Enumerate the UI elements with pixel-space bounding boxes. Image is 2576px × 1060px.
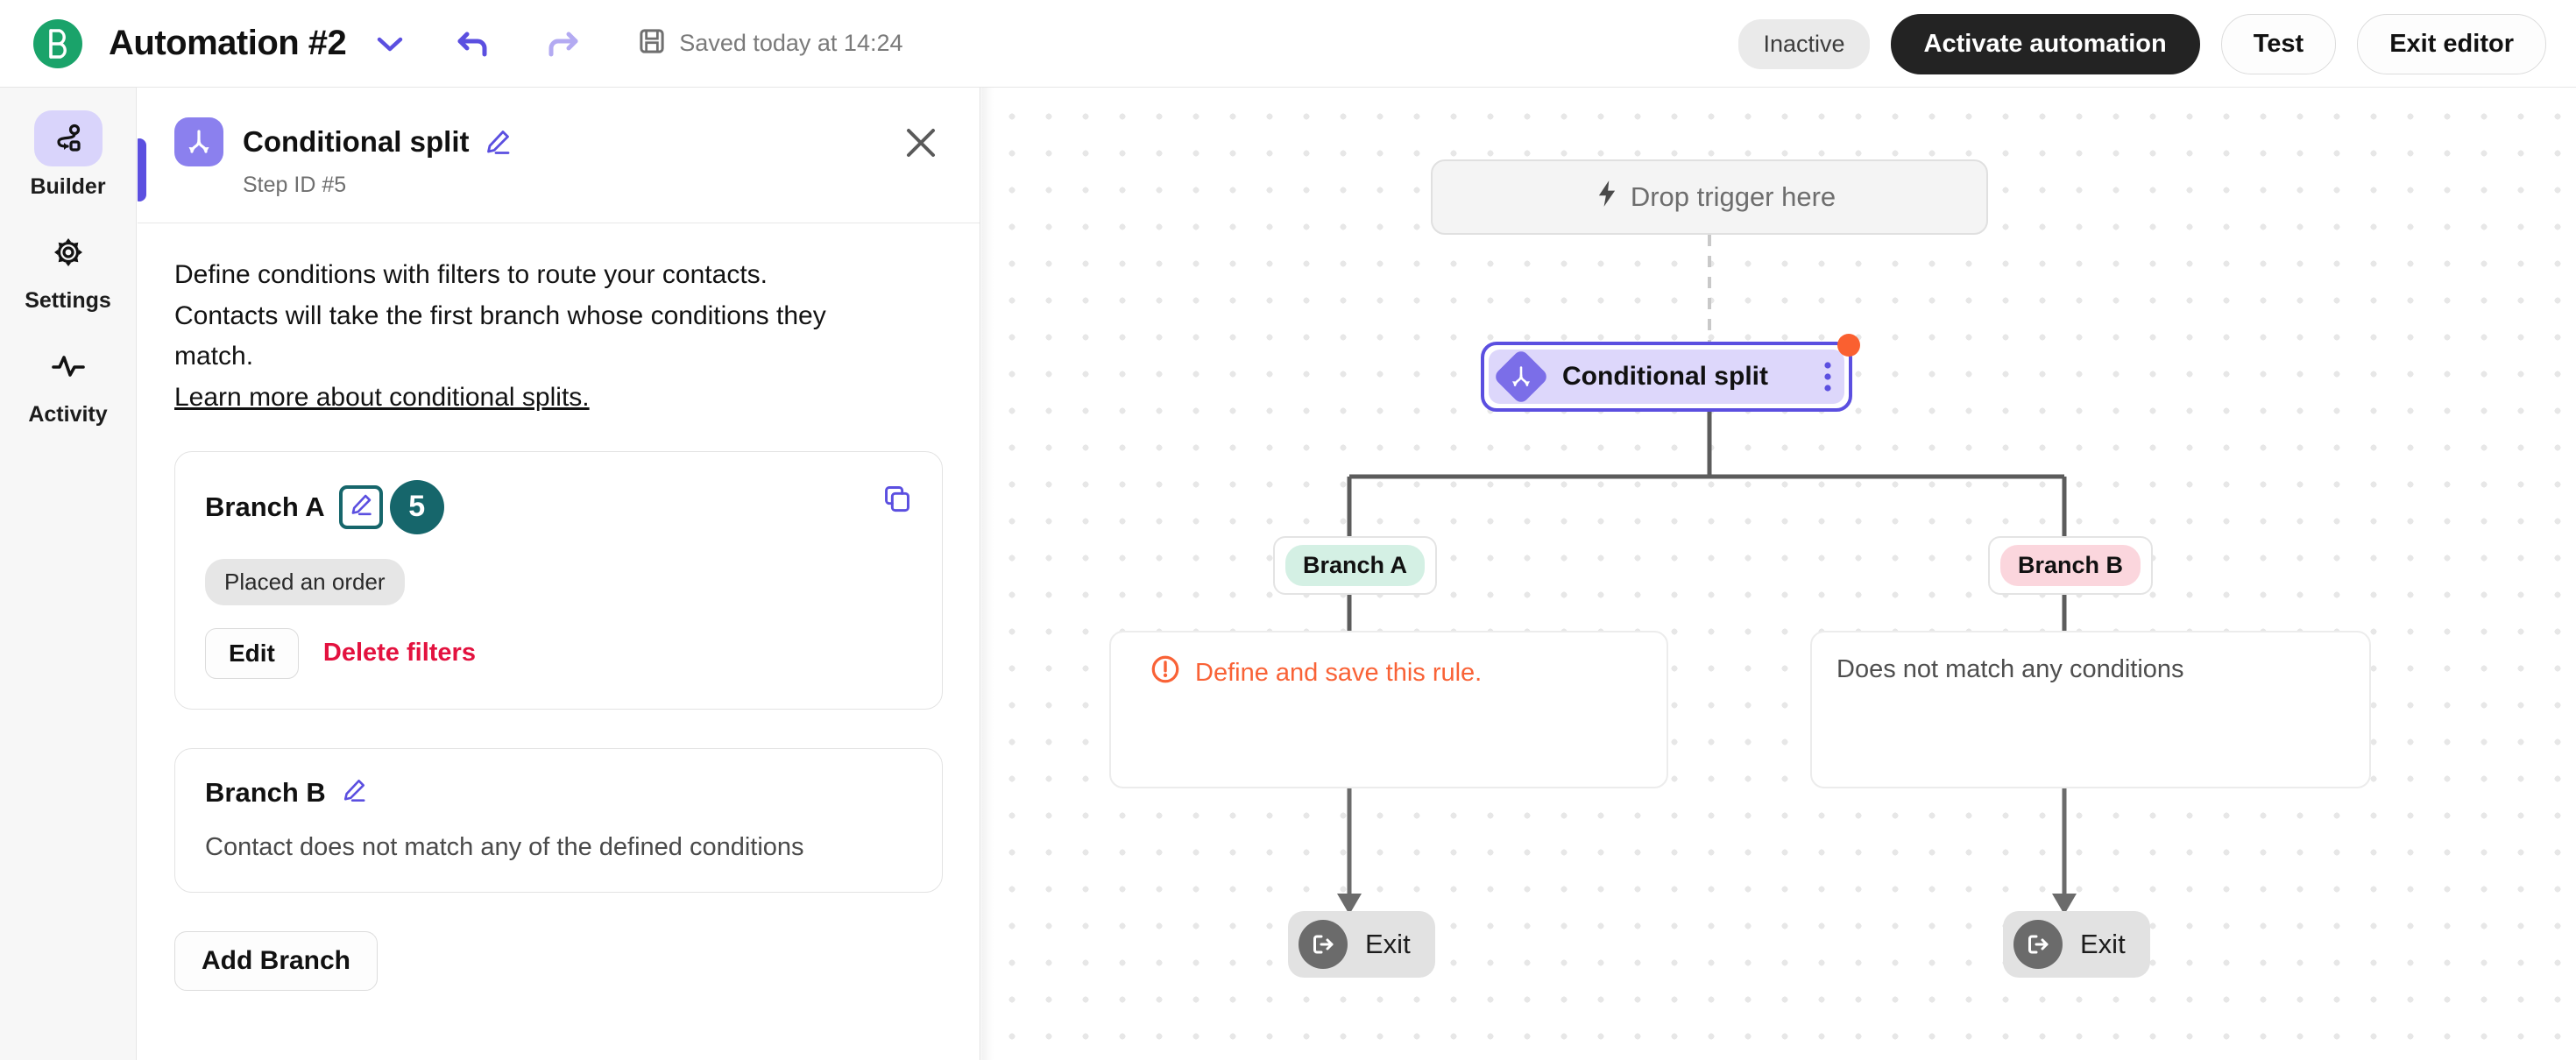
- branch-a-edit-name-button[interactable]: [338, 484, 383, 529]
- sidebar-label-builder: Builder: [30, 174, 106, 199]
- branch-b-name: Branch B: [205, 776, 326, 808]
- logout-exit-icon: [2013, 920, 2063, 969]
- sidebar-item-builder[interactable]: Builder: [0, 110, 136, 200]
- sidebar-item-activity[interactable]: Activity: [0, 338, 136, 428]
- canvas-branch-a-chip-label: Branch A: [1285, 545, 1426, 586]
- activate-automation-button[interactable]: Activate automation: [1890, 13, 2200, 74]
- left-rail: Builder Settings Activity: [0, 88, 137, 1060]
- canvas-branch-b-condition-text: Does not match any conditions: [1836, 655, 2184, 683]
- step-id-label: Step ID #5: [243, 173, 347, 197]
- panel-title: Conditional split: [243, 125, 470, 158]
- panel-description-line-1: Define conditions with filters to route …: [174, 260, 768, 289]
- canvas-left-shadow: [981, 88, 994, 1060]
- flow-builder-icon: [33, 110, 103, 166]
- pulse-activity-icon: [34, 338, 103, 394]
- pencil-icon: [350, 493, 372, 520]
- branch-a-delete-filters-link[interactable]: Delete filters: [322, 639, 476, 667]
- panel-header: Conditional split Step ID #5: [138, 88, 980, 223]
- learn-more-link[interactable]: Learn more about conditional splits.: [174, 382, 590, 412]
- brevo-b-logo-icon: [33, 18, 82, 68]
- logout-exit-icon: [1299, 920, 1348, 969]
- pencil-icon: [342, 778, 366, 807]
- chevron-down-icon[interactable]: [371, 25, 409, 63]
- branch-a-filter-chip: Placed an order: [205, 558, 405, 605]
- node-alert-dot: [1837, 334, 1860, 357]
- undo-button[interactable]: [451, 21, 497, 67]
- automation-title: Automation #2: [109, 24, 347, 62]
- exit-editor-button[interactable]: Exit editor: [2357, 13, 2546, 74]
- saved-timestamp: Saved today at 14:24: [679, 30, 903, 56]
- gear-icon: [34, 224, 103, 280]
- test-button[interactable]: Test: [2220, 13, 2337, 74]
- canvas-node-label: Conditional split: [1562, 362, 1768, 391]
- sidebar-label-settings: Settings: [25, 288, 111, 313]
- top-bar: Automation #2 Saved today at 14:24 Inact…: [0, 0, 2576, 88]
- redo-button[interactable]: [539, 21, 584, 67]
- kebab-menu-icon[interactable]: [1823, 361, 1832, 392]
- save-status: Saved today at 14:24: [639, 28, 903, 59]
- canvas-exit-node-branch-a[interactable]: Exit: [1288, 911, 1435, 978]
- drop-trigger-label: Drop trigger here: [1630, 181, 1836, 212]
- canvas-node-conditional-split[interactable]: Conditional split: [1481, 334, 1860, 412]
- conditional-split-icon: [174, 117, 223, 166]
- branch-b-description: Contact does not match any of the define…: [205, 832, 804, 861]
- canvas-exit-label-b: Exit: [2080, 929, 2126, 959]
- lightning-bolt-icon: [1596, 180, 1618, 215]
- panel-body: Define conditions with filters to route …: [138, 223, 980, 893]
- copy-duplicate-icon[interactable]: [882, 484, 912, 518]
- canvas-branch-a-condition-box[interactable]: Define and save this rule.: [1109, 631, 1668, 788]
- canvas-branch-a-condition-text: Define and save this rule.: [1195, 658, 1483, 687]
- add-branch-button[interactable]: Add Branch: [174, 930, 379, 991]
- floppy-save-icon: [639, 28, 665, 59]
- canvas-branch-a-chip[interactable]: Branch A: [1273, 536, 1438, 595]
- branch-a-step-badge: 5: [389, 479, 444, 534]
- conditional-split-icon: [1492, 348, 1550, 406]
- branch-a-edit-button[interactable]: Edit: [205, 627, 299, 679]
- panel-description-line-3: match.: [174, 342, 254, 371]
- branch-a-name: Branch A: [205, 491, 325, 522]
- top-bar-actions: Inactive Activate automation Test Exit e…: [1738, 0, 2546, 88]
- pencil-icon[interactable]: [485, 129, 511, 155]
- flow-connectors: [1337, 235, 2077, 915]
- branch-b-card: Branch B Contact does not match any of t…: [174, 747, 943, 893]
- close-x-icon[interactable]: [904, 126, 938, 164]
- canvas-branch-b-condition-box[interactable]: Does not match any conditions: [1810, 631, 2371, 788]
- canvas-branch-b-chip-label: Branch B: [2000, 545, 2141, 586]
- sidebar-item-settings[interactable]: Settings: [0, 224, 136, 314]
- panel-description: Define conditions with filters to route …: [174, 255, 943, 378]
- panel-description-line-2: Contacts will take the first branch whos…: [174, 300, 826, 330]
- step-config-panel: Conditional split Step ID #5 Define cond…: [138, 88, 980, 1060]
- canvas-exit-label-a: Exit: [1365, 929, 1411, 959]
- canvas-exit-node-branch-b[interactable]: Exit: [2003, 911, 2150, 978]
- canvas-branch-b-chip[interactable]: Branch B: [1988, 536, 2154, 595]
- flow-canvas[interactable]: Drop trigger here Conditional split: [981, 88, 2576, 1060]
- drop-trigger-placeholder[interactable]: Drop trigger here: [1431, 159, 1988, 235]
- alert-circle-icon: [1151, 655, 1179, 690]
- sidebar-label-activity: Activity: [28, 402, 108, 427]
- branch-b-edit-name-button[interactable]: [342, 778, 366, 807]
- panel-drag-handle[interactable]: [138, 138, 146, 201]
- status-badge: Inactive: [1738, 18, 1870, 69]
- branch-a-card: Branch A 5 Placed an order: [174, 450, 943, 710]
